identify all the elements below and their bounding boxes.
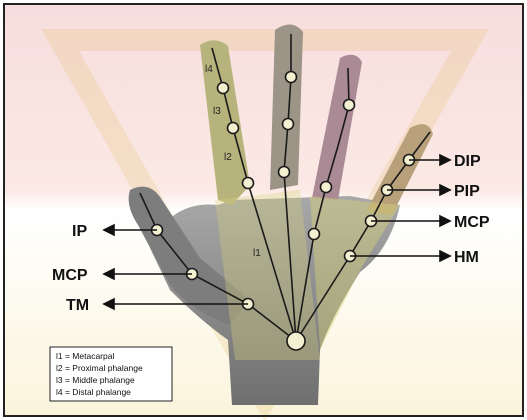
legend-item-proximal: l2 = Proximal phalange [56, 363, 143, 373]
ring-pip-joint [283, 119, 294, 130]
label-mcp-thumb: MCP [52, 267, 88, 284]
middle-dip-joint [344, 100, 355, 111]
legend-item-middle: l3 = Middle phalange [56, 375, 135, 385]
segment-label-l3: l3 [213, 106, 221, 117]
legend-box: l1 = Metacarpal l2 = Proximal phalange l… [50, 347, 172, 401]
wrist-joint [287, 332, 305, 350]
little-dip-joint [218, 83, 229, 94]
legend-item-distal: l4 = Distal phalange [56, 387, 131, 397]
segment-label-l4: l4 [205, 64, 213, 75]
ring-dip-joint [286, 72, 297, 83]
label-mcp-finger: MCP [454, 214, 490, 231]
label-ip: IP [72, 223, 87, 240]
middle-mcp-joint [309, 229, 320, 240]
label-dip: DIP [454, 153, 481, 170]
ring-mcp-joint [279, 167, 290, 178]
little-pip-joint [228, 123, 239, 134]
legend-item-metacarpal: l1 = Metacarpal [56, 351, 114, 361]
little-mcp-joint [243, 178, 254, 189]
middle-pip-joint [321, 182, 332, 193]
label-pip: PIP [454, 183, 480, 200]
segment-label-l1: l1 [253, 248, 261, 259]
segment-label-l2: l2 [224, 152, 232, 163]
label-hm: HM [454, 249, 479, 266]
label-tm: TM [66, 297, 89, 314]
